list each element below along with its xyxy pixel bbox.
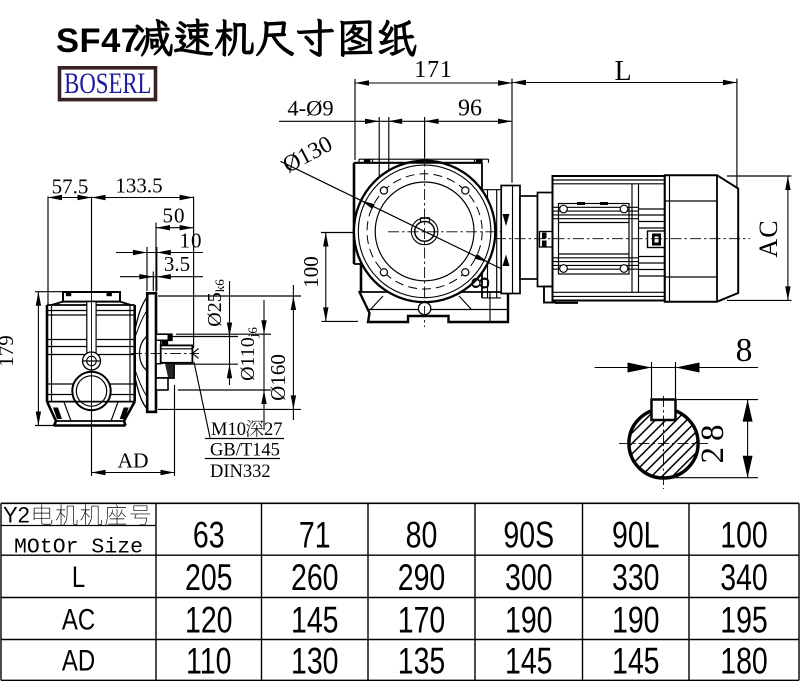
svg-text:145: 145: [291, 600, 339, 642]
svg-text:71: 71: [299, 515, 331, 557]
svg-text:4-Ø9: 4-Ø9: [287, 96, 333, 121]
svg-text:AD: AD: [62, 643, 95, 677]
svg-text:L: L: [614, 56, 631, 87]
svg-text:340: 340: [720, 557, 768, 599]
svg-text:195: 195: [720, 600, 768, 642]
svg-text:180: 180: [720, 641, 768, 683]
svg-text:Ø110j6: Ø110j6: [237, 327, 260, 381]
svg-text:M10: M10: [211, 420, 246, 440]
svg-text:AC: AC: [62, 602, 95, 636]
svg-text:63: 63: [193, 515, 225, 557]
svg-text:90S: 90S: [503, 515, 554, 557]
svg-text:3.5: 3.5: [164, 252, 190, 276]
svg-text:205: 205: [185, 557, 233, 599]
svg-text:120: 120: [185, 600, 233, 642]
svg-text:GB/T145: GB/T145: [210, 441, 280, 461]
svg-text:100: 100: [720, 515, 768, 557]
svg-text:90L: 90L: [612, 515, 660, 557]
svg-text:8: 8: [736, 332, 753, 369]
svg-text:27: 27: [264, 420, 283, 440]
svg-text:MOtOr Size: MOtOr Size: [14, 536, 143, 560]
svg-text:130: 130: [291, 641, 339, 683]
svg-text:80: 80: [406, 515, 438, 557]
svg-text:BOSERL: BOSERL: [64, 66, 151, 100]
svg-text:57.5: 57.5: [52, 175, 89, 199]
svg-text:330: 330: [612, 557, 660, 599]
svg-text:AD: AD: [117, 449, 148, 473]
svg-text:133.5: 133.5: [115, 174, 162, 198]
svg-text:145: 145: [612, 641, 660, 683]
svg-text:Y2: Y2: [3, 503, 30, 528]
svg-text:DIN332: DIN332: [210, 462, 271, 482]
svg-text:L: L: [72, 560, 85, 594]
svg-text:SF47: SF47: [56, 22, 140, 60]
svg-text:171: 171: [414, 57, 452, 83]
svg-text:190: 190: [505, 600, 553, 642]
svg-text:300: 300: [505, 557, 553, 599]
svg-text:50: 50: [163, 204, 186, 228]
svg-text:28: 28: [695, 419, 731, 464]
svg-text:Ø160: Ø160: [266, 354, 290, 401]
svg-text:190: 190: [612, 600, 660, 642]
svg-text:110: 110: [186, 641, 231, 683]
svg-text:290: 290: [398, 557, 446, 599]
svg-text:170: 170: [398, 600, 446, 642]
svg-text:AC: AC: [754, 219, 783, 257]
svg-text:145: 145: [505, 641, 553, 683]
svg-text:260: 260: [291, 557, 339, 599]
svg-text:96: 96: [458, 96, 482, 122]
svg-text:179: 179: [0, 335, 18, 367]
svg-text:135: 135: [398, 641, 446, 683]
svg-text:100: 100: [299, 256, 323, 288]
svg-text:10: 10: [180, 229, 203, 253]
svg-text:8: 8: [466, 277, 495, 290]
